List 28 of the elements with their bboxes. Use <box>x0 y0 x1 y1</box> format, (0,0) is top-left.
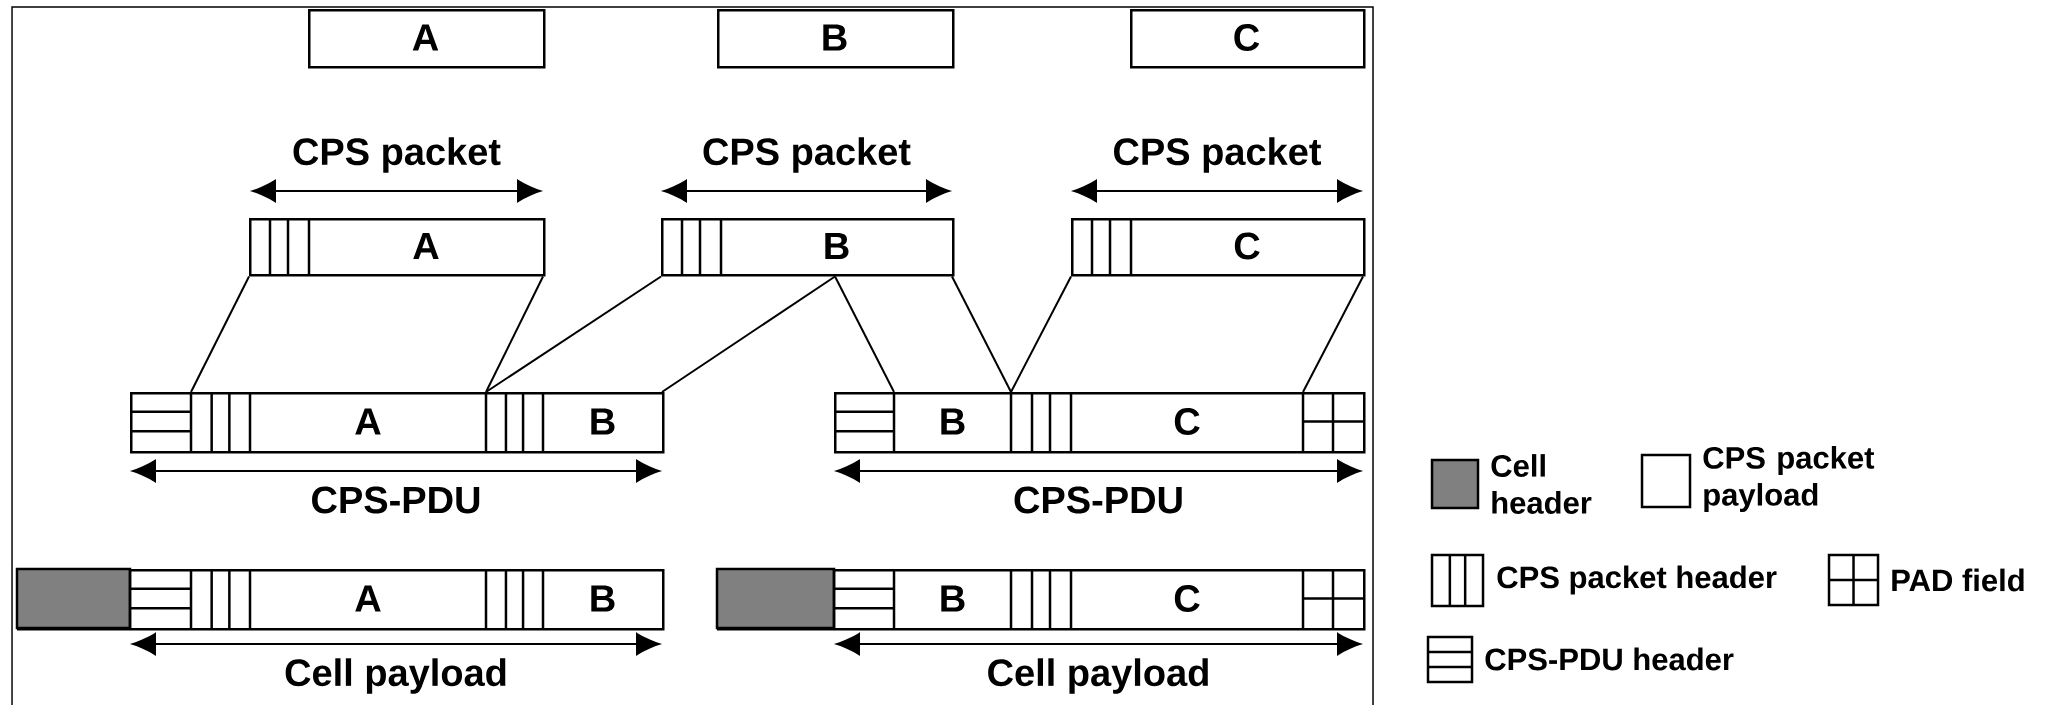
mapping-line <box>485 275 662 393</box>
mapping-line <box>661 275 836 393</box>
packet-box: B <box>717 9 955 69</box>
packet-box: A <box>308 9 546 69</box>
cps-pdu-bar: B C <box>834 392 1366 454</box>
mapping-line <box>1010 275 1072 393</box>
dimension-label: CPS-PDU <box>1014 486 1182 514</box>
legend-label: CPS packet payload <box>1703 446 1875 512</box>
cell-bar: B C <box>715 567 1366 631</box>
mapping-line <box>834 275 895 393</box>
cell-bar: A B <box>15 567 665 631</box>
legend-label: Cell header <box>1491 454 1592 514</box>
dimension-label: CPS packet <box>1114 137 1322 173</box>
mapping-line <box>951 275 1012 393</box>
packet-box: C <box>1130 9 1366 69</box>
cps-packet-bar: C <box>1071 218 1366 277</box>
legend-label: PAD field <box>1892 568 2024 592</box>
legend-label: CPS packet header <box>1497 565 1777 595</box>
cps-packet-bar: B <box>661 218 955 277</box>
mapping-line <box>1302 275 1364 393</box>
mapping-line <box>190 275 250 393</box>
dimension-label: CPS packet <box>703 137 911 173</box>
mapping-line <box>485 275 544 393</box>
dimension-label: CPS-PDU <box>312 486 480 514</box>
cps-packet-bar: A <box>249 218 546 277</box>
cps-pdu-bar: A B <box>130 392 665 454</box>
dimension-label: CPS packet <box>293 137 501 173</box>
legend-label: CPS-PDU header <box>1485 647 1734 671</box>
